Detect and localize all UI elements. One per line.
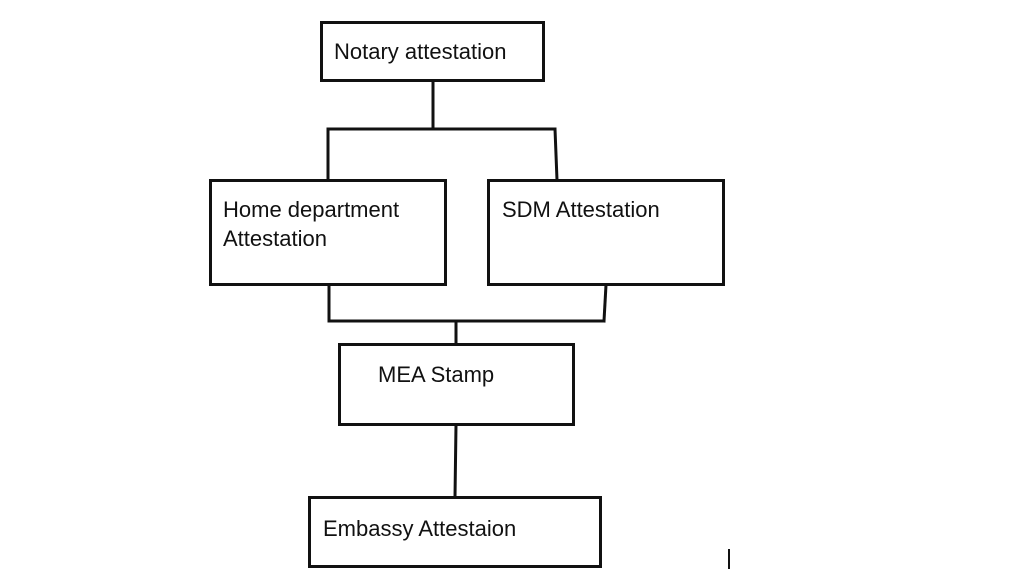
node-label: MEA Stamp: [378, 362, 495, 387]
node-sdm-attestation: SDM Attestation: [487, 179, 725, 286]
node-label: Home department Attestation: [223, 197, 400, 251]
text-cursor-mark: [728, 549, 730, 569]
node-label: Notary attestation: [334, 39, 507, 64]
node-embassy-attestation: Embassy Attestaion: [308, 496, 602, 568]
node-home-department-attestation: Home department Attestation: [209, 179, 447, 286]
node-notary-attestation: Notary attestation: [320, 21, 545, 82]
node-label: Embassy Attestaion: [323, 516, 517, 541]
connector-mea-to-embassy: [453, 423, 458, 499]
connector-from-sdm: [602, 283, 608, 323]
node-mea-stamp: MEA Stamp: [338, 343, 575, 426]
connector-to-sdm: [553, 127, 559, 182]
node-label: SDM Attestation: [502, 197, 660, 222]
